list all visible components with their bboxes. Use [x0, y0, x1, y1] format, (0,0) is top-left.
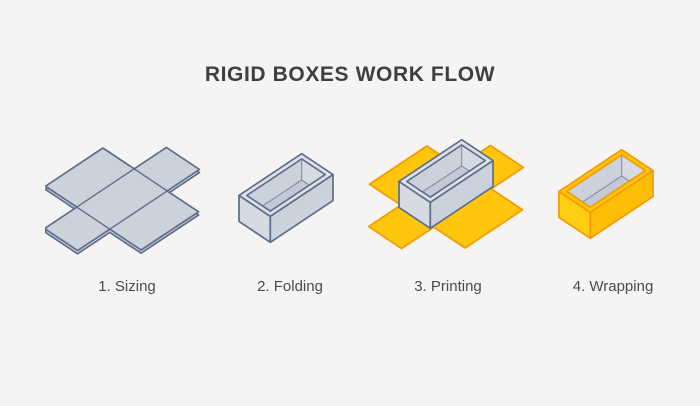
step-label: 2. Folding	[257, 278, 323, 295]
box-on-wrap-icon	[367, 138, 525, 250]
step-wrapping: 4. Wrapping	[531, 135, 695, 295]
folded-box-icon	[238, 152, 334, 244]
unfolded-box-template	[45, 146, 201, 255]
step-sizing: 1. Sizing	[45, 135, 209, 295]
unfolded-box-icon	[45, 146, 201, 255]
step-label: 1. Sizing	[98, 278, 156, 295]
step-label: 4. Wrapping	[572, 278, 654, 295]
step-label: 3. Printing	[414, 278, 482, 295]
step-folding: 2. Folding	[208, 135, 372, 295]
wrapped-box-icon	[558, 148, 654, 240]
page-title: RIGID BOXES WORK FLOW	[204, 63, 496, 86]
step-printing: 3. Printing	[366, 135, 530, 295]
